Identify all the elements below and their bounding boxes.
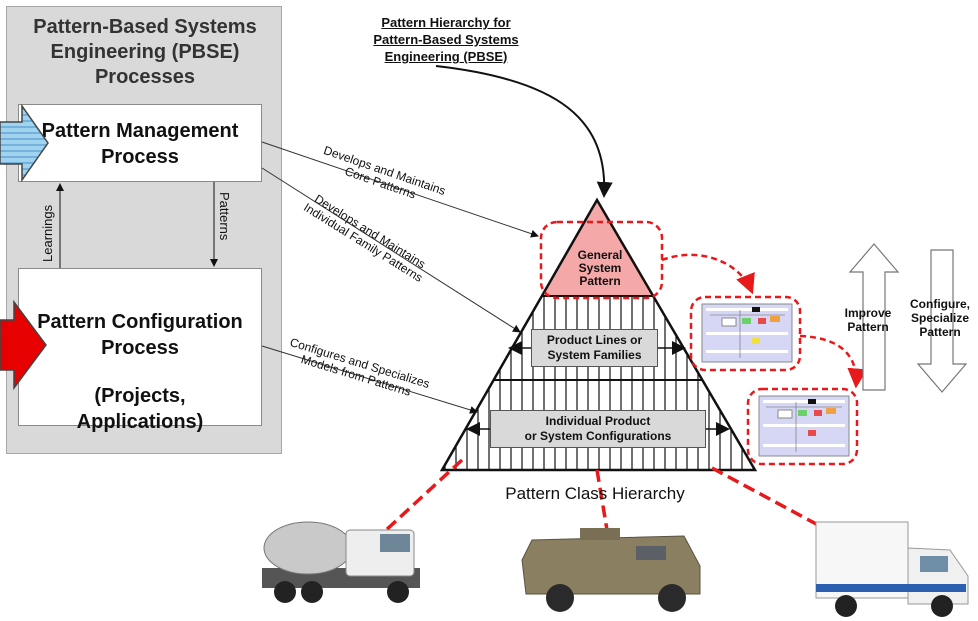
configuration-process-sublabel: (Projects, Applications) bbox=[76, 385, 204, 433]
vehicle-connector-center bbox=[595, 469, 609, 531]
blue-input-arrow bbox=[0, 103, 49, 183]
improve-pattern-label: Improve Pattern bbox=[844, 306, 892, 334]
model-to-model-connector bbox=[799, 334, 868, 389]
level-product-lines: Product Lines or System Families bbox=[531, 329, 658, 367]
pattern-management-process-box: Pattern Management Process bbox=[18, 104, 262, 182]
level-general-system-pattern: General System Pattern bbox=[577, 248, 623, 288]
red-input-arrow bbox=[0, 299, 47, 391]
ambulance-image bbox=[815, 521, 969, 617]
configuration-process-label: Pattern Configuration Process bbox=[37, 311, 243, 359]
title-pointer-arrow bbox=[435, 65, 613, 198]
pattern-model-thumbnail-1 bbox=[689, 295, 802, 372]
edge-family bbox=[261, 167, 521, 333]
improve-up-arrow bbox=[848, 243, 900, 391]
apex-to-model-connector bbox=[661, 253, 755, 295]
hierarchy-caption: Pattern Class Hierarchy bbox=[505, 484, 685, 503]
pattern-configuration-process-box: Pattern Configuration Process (Projects,… bbox=[18, 268, 262, 433]
diagram-title: Pattern Hierarchy for Pattern-Based Syst… bbox=[373, 15, 519, 64]
level-individual-configurations: Individual Product or System Configurati… bbox=[490, 410, 706, 448]
configure-specialize-label: Configure, Specialize Pattern bbox=[910, 297, 970, 339]
edge-core bbox=[261, 141, 539, 238]
panel-title: Pattern-Based Systems Engineering (PBSE)… bbox=[33, 16, 257, 88]
cement-mixer-truck-image bbox=[262, 521, 420, 603]
edge-configures bbox=[261, 345, 478, 414]
configure-down-arrow bbox=[916, 249, 968, 393]
armored-vehicle-image bbox=[521, 528, 701, 612]
pattern-model-thumbnail-2 bbox=[746, 387, 859, 466]
